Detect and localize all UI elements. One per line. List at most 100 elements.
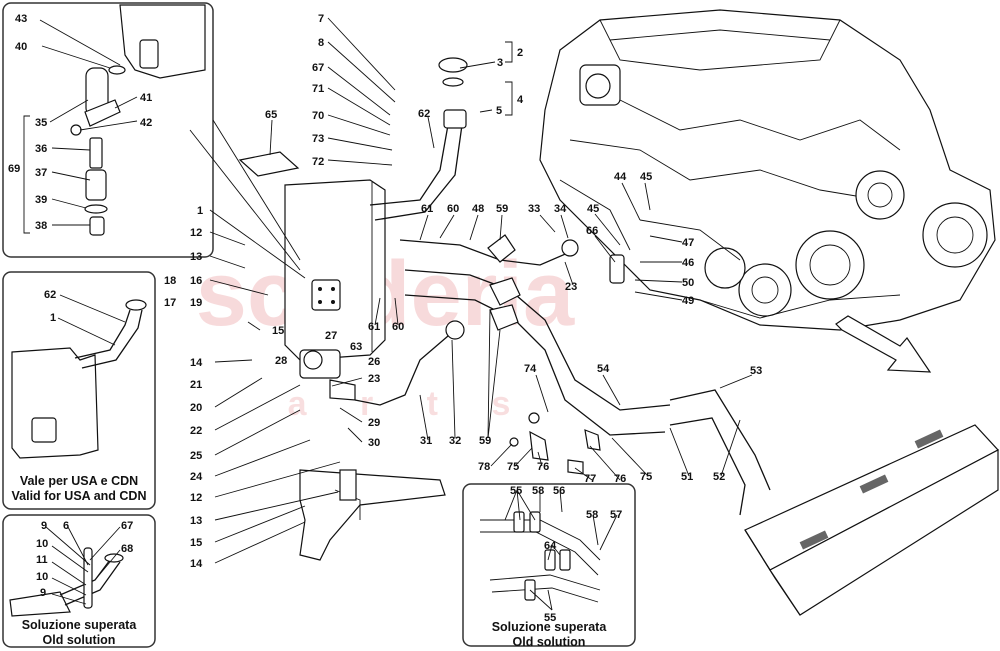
callout-label: 15 bbox=[190, 537, 202, 549]
callout-label: 44 bbox=[614, 171, 627, 183]
callout-label: 11 bbox=[36, 554, 48, 566]
callout-label: 18 bbox=[164, 275, 176, 287]
callout-label: 1 bbox=[197, 205, 203, 217]
callout-label: 20 bbox=[190, 402, 202, 414]
callout-label: 38 bbox=[35, 220, 47, 232]
callout-label: 21 bbox=[190, 379, 202, 391]
callout-label: 12 bbox=[190, 227, 202, 239]
callout-label: 26 bbox=[368, 356, 380, 368]
callout-label: 52 bbox=[713, 471, 725, 483]
callout-label: 45 bbox=[587, 203, 599, 215]
callout-label: 6 bbox=[63, 520, 69, 532]
callout-label: 29 bbox=[368, 417, 380, 429]
callout-label: 54 bbox=[597, 363, 610, 375]
callout-label: 51 bbox=[681, 471, 693, 483]
old-solution-caption-right: Soluzione superata Old solution bbox=[463, 620, 635, 650]
callout-label: 22 bbox=[190, 425, 202, 437]
callout-label: 61 bbox=[368, 321, 380, 333]
callout-label: 58 bbox=[532, 485, 544, 497]
callout-label: 31 bbox=[420, 435, 432, 447]
inset-top-left bbox=[2, 2, 214, 258]
inset-old-left-parts bbox=[9, 547, 124, 617]
callout-leaders bbox=[39, 17, 753, 611]
callout-label: 19 bbox=[190, 297, 202, 309]
old-caption-left-line-2: Old solution bbox=[42, 633, 116, 647]
callout-label: 63 bbox=[350, 341, 362, 353]
inset-old-right bbox=[462, 483, 636, 647]
callout-label: 59 bbox=[479, 435, 491, 447]
callout-label: 76 bbox=[614, 473, 626, 485]
callout-label: 55 bbox=[544, 612, 556, 624]
callout-label: 41 bbox=[140, 92, 152, 104]
callout-label: 10 bbox=[36, 571, 48, 583]
callout-label: 62 bbox=[44, 289, 56, 301]
callout-label: 67 bbox=[121, 520, 133, 532]
callout-label: 74 bbox=[524, 363, 537, 375]
callout-label: 65 bbox=[265, 109, 277, 121]
oil-cooler bbox=[744, 424, 999, 616]
callout-label: 49 bbox=[682, 295, 694, 307]
callout-label: 60 bbox=[392, 321, 404, 333]
old-solution-caption-left: Soluzione superata Old solution bbox=[3, 618, 155, 648]
callout-label: 47 bbox=[682, 237, 694, 249]
callout-label: 69 bbox=[8, 163, 20, 175]
callout-label: 78 bbox=[478, 461, 490, 473]
callout-label: 61 bbox=[421, 203, 433, 215]
callout-label: 13 bbox=[190, 515, 202, 527]
callout-label: 42 bbox=[140, 117, 152, 129]
callout-label: 36 bbox=[35, 143, 47, 155]
callout-label: 57 bbox=[610, 509, 622, 521]
callout-label: 12 bbox=[190, 492, 202, 504]
callout-label: 68 bbox=[121, 543, 133, 555]
callout-label: 43 bbox=[15, 13, 27, 25]
callout-label: 50 bbox=[682, 277, 694, 289]
callout-label: 58 bbox=[586, 509, 598, 521]
pad-65 bbox=[238, 151, 300, 177]
callout-label: 4 bbox=[517, 94, 524, 106]
callout-label: 5 bbox=[496, 105, 502, 117]
usa-caption: Vale per USA e CDN Valid for USA and CDN bbox=[3, 474, 155, 504]
callout-label: 27 bbox=[325, 330, 337, 342]
callout-label: 66 bbox=[586, 225, 598, 237]
callout-label: 10 bbox=[36, 538, 48, 550]
callout-label: 8 bbox=[318, 37, 324, 49]
callout-label: 33 bbox=[528, 203, 540, 215]
callout-label: 75 bbox=[640, 471, 652, 483]
callout-label: 37 bbox=[35, 167, 47, 179]
callout-label: 46 bbox=[682, 257, 694, 269]
callout-label: 3 bbox=[497, 57, 503, 69]
inset-old-left bbox=[2, 514, 156, 648]
old-caption-right-line-1: Soluzione superata bbox=[491, 620, 607, 634]
callout-label: 34 bbox=[554, 203, 567, 215]
callout-label: 15 bbox=[272, 325, 284, 337]
callout-label: 60 bbox=[447, 203, 459, 215]
callout-label: 17 bbox=[164, 297, 176, 309]
callout-label: 39 bbox=[35, 194, 47, 206]
callout-label: 62 bbox=[418, 108, 430, 120]
inset-usa bbox=[2, 271, 156, 510]
callout-label: 24 bbox=[190, 471, 203, 483]
callout-label: 40 bbox=[15, 41, 27, 53]
callout-label: 77 bbox=[584, 473, 596, 485]
callout-label: 64 bbox=[544, 540, 557, 552]
callout-label: 67 bbox=[312, 62, 324, 74]
inset-top-left-parts bbox=[23, 4, 206, 236]
inset-old-right-parts bbox=[480, 511, 601, 603]
usa-caption-line-2: Valid for USA and CDN bbox=[11, 489, 147, 503]
callout-label: 14 bbox=[190, 357, 203, 369]
callout-label: 28 bbox=[275, 355, 287, 367]
callout-label: 25 bbox=[190, 450, 202, 462]
callout-label: 73 bbox=[312, 133, 324, 145]
callout-label: 55 bbox=[510, 485, 522, 497]
old-caption-right-line-2: Old solution bbox=[512, 635, 586, 649]
callout-label: 56 bbox=[553, 485, 565, 497]
oil-tank bbox=[284, 57, 468, 361]
callout-label: 30 bbox=[368, 437, 380, 449]
inset-usa-parts bbox=[11, 299, 147, 459]
callout-label: 72 bbox=[312, 156, 324, 168]
callout-label: 75 bbox=[507, 461, 519, 473]
callout-label: 2 bbox=[517, 47, 523, 59]
callout-label: 70 bbox=[312, 110, 324, 122]
callout-label: 1 bbox=[50, 312, 56, 324]
callout-label: 13 bbox=[190, 251, 202, 263]
